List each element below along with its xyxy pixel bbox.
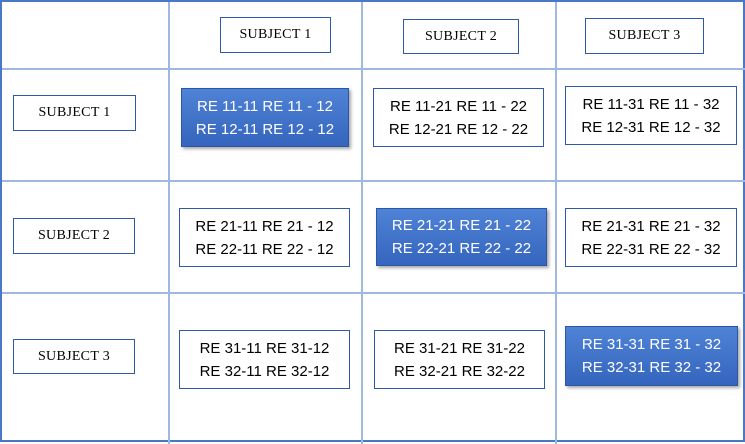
cell-line: RE 22-21 RE 22 - 22 [391,240,532,257]
cell-r2-c1: RE 21-11 RE 21 - 12 RE 22-11 RE 22 - 12 [179,208,350,267]
grid-divider-horizontal [2,68,745,70]
grid-divider-vertical [361,2,363,444]
grid-divider-horizontal [2,180,745,182]
cell-r1-c1: RE 11-11 RE 11 - 12 RE 12-11 RE 12 - 12 [181,88,349,147]
cell-line: RE 32-11 RE 32-12 [199,362,330,380]
cell-r3-c1: RE 31-11 RE 31-12 RE 32-11 RE 32-12 [179,330,350,389]
cell-line: RE 32-21 RE 32-22 [394,362,525,380]
cell-line: RE 31-31 RE 31 - 32 [581,336,722,353]
cell-line: RE 21-31 RE 21 - 32 [581,217,721,235]
grid-divider-horizontal [2,292,745,294]
column-header-subject-1: SUBJECT 1 [220,17,331,53]
cell-r2-c2: RE 21-21 RE 21 - 22 RE 22-21 RE 22 - 22 [376,208,547,266]
row-header-subject-1: SUBJECT 1 [13,95,136,131]
cell-line: RE 22-31 RE 22 - 32 [581,240,721,258]
cell-line: RE 12-21 RE 12 - 22 [388,120,529,138]
cell-r3-c2: RE 31-21 RE 31-22 RE 32-21 RE 32-22 [374,330,545,389]
cell-r1-c3: RE 11-31 RE 11 - 32 RE 12-31 RE 12 - 32 [565,86,737,145]
grid-divider-vertical [168,2,170,444]
cell-line: RE 11-21 RE 11 - 22 [389,97,527,115]
column-header-subject-2: SUBJECT 2 [403,19,519,54]
cell-r3-c3: RE 31-31 RE 31 - 32 RE 32-31 RE 32 - 32 [565,326,738,386]
cell-r1-c2: RE 11-21 RE 11 - 22 RE 12-21 RE 12 - 22 [373,88,544,147]
cell-line: RE 22-11 RE 22 - 12 [195,240,334,258]
cell-line: RE 31-11 RE 31-12 [199,339,330,357]
cell-line: RE 11-11 RE 11 - 12 [197,97,333,115]
grid-divider-vertical [555,2,557,444]
cell-line: RE 21-21 RE 21 - 22 [391,217,532,234]
cell-line: RE 31-21 RE 31-22 [394,339,525,357]
cell-line: RE 32-31 RE 32 - 32 [581,359,722,376]
row-header-subject-2: SUBJECT 2 [13,218,135,254]
row-header-subject-3: SUBJECT 3 [13,339,135,374]
column-header-subject-3: SUBJECT 3 [585,18,704,54]
cell-line: RE 12-11 RE 12 - 12 [195,120,335,138]
cell-line: RE 12-31 RE 12 - 32 [581,118,721,136]
cell-r2-c3: RE 21-31 RE 21 - 32 RE 22-31 RE 22 - 32 [565,208,737,267]
cell-line: RE 11-31 RE 11 - 32 [582,95,720,113]
cell-line: RE 21-11 RE 21 - 12 [195,217,334,235]
